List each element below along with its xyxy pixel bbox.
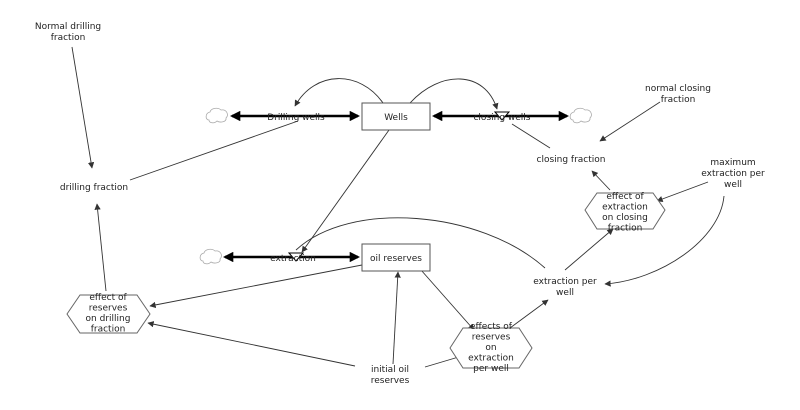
effects-extraction-shape xyxy=(449,327,533,369)
label-line: fraction xyxy=(608,224,643,234)
label-line: effects of xyxy=(470,322,513,332)
link-wells-to-extraction xyxy=(301,129,390,253)
cloud-icon xyxy=(569,107,592,124)
extraction-valve xyxy=(287,252,305,262)
flow-label-extraction[interactable]: extraction xyxy=(270,254,316,264)
link-oil-reserves-to-effect-drilling xyxy=(149,264,363,309)
label-line: extraction per xyxy=(701,169,765,179)
label-line: normal closing xyxy=(645,84,711,94)
label-line: Normal drilling xyxy=(35,22,101,32)
label-line: extraction per xyxy=(533,277,597,287)
link-initial-reserves-to-effect-drilling xyxy=(147,321,356,367)
clouds xyxy=(199,107,592,265)
link-normal-closing-to-closing-fraction xyxy=(599,101,661,142)
link-max-extraction-to-extraction-per-well xyxy=(604,195,725,287)
link-oil-reserves-to-effects-extraction xyxy=(420,269,475,331)
label-line: closing fraction xyxy=(537,155,606,165)
label-line: well xyxy=(724,180,742,190)
stock-label: oil reserves xyxy=(370,254,422,264)
var-drilling-fraction[interactable]: drilling fraction xyxy=(60,183,128,193)
label-line: per well xyxy=(473,364,509,374)
flow-label-drilling-wells[interactable]: Drilling wells xyxy=(267,113,325,123)
cloud-icon xyxy=(205,107,228,124)
label-line: extraction xyxy=(602,203,648,213)
label-line: reserves xyxy=(371,376,410,386)
closing-wells-valve xyxy=(493,111,511,121)
flow-label-closing-wells[interactable]: closing wells xyxy=(473,113,530,123)
cloud-icon xyxy=(199,248,222,265)
label-line: maximum xyxy=(710,158,755,168)
link-effect-drilling-to-drilling-fraction xyxy=(94,203,107,292)
label-line: on drilling xyxy=(86,314,131,324)
label-line: reserves xyxy=(472,333,511,343)
label-line: reserves xyxy=(89,304,128,314)
flows xyxy=(222,110,570,263)
stock-label: Wells xyxy=(384,113,408,123)
label-line: initial oil xyxy=(371,365,409,375)
label-line: fraction xyxy=(661,95,696,105)
stock-wells[interactable]: Wells xyxy=(361,102,431,131)
link-normal-drilling-to-drilling-fraction xyxy=(71,46,95,169)
link-effects-extraction-to-extraction-per-well xyxy=(509,299,549,329)
var-closing-fraction[interactable]: closing fraction xyxy=(537,155,606,165)
link-initial-reserves-to-oil-reserves xyxy=(392,271,401,365)
effect-closing-shape xyxy=(584,192,666,230)
flow-labels: Drilling wells closing wells extraction xyxy=(267,113,531,264)
link-extraction-per-well-to-extraction xyxy=(295,217,546,269)
label-line: drilling fraction xyxy=(60,183,128,193)
lookups xyxy=(66,192,666,369)
effect-drilling-shape xyxy=(66,294,151,334)
label-line: well xyxy=(556,288,574,298)
causal-links xyxy=(71,46,725,368)
link-effect-closing-to-closing-fraction xyxy=(591,170,611,191)
label-line: extraction xyxy=(468,354,514,364)
label-line: fraction xyxy=(51,33,86,43)
label-line: on closing xyxy=(602,213,648,223)
stock-box xyxy=(361,243,431,272)
link-wells-to-closing-wells xyxy=(409,78,499,110)
stocks: Wells oil reserves xyxy=(361,102,431,272)
link-wells-to-drilling-wells xyxy=(294,78,384,107)
link-extraction-per-well-to-effect-closing xyxy=(564,228,614,271)
stock-box xyxy=(361,102,431,131)
label-line: effect of xyxy=(606,192,644,202)
stock-oil-reserves[interactable]: oil reserves xyxy=(361,243,431,272)
label-line: effect of xyxy=(89,293,127,303)
link-max-extraction-to-effect-closing xyxy=(656,181,709,202)
label-line: fraction xyxy=(91,325,126,335)
link-closing-fraction-to-closing-wells xyxy=(511,123,551,149)
link-drilling-fraction-to-drilling-wells xyxy=(129,120,299,181)
label-line: on xyxy=(485,343,496,353)
